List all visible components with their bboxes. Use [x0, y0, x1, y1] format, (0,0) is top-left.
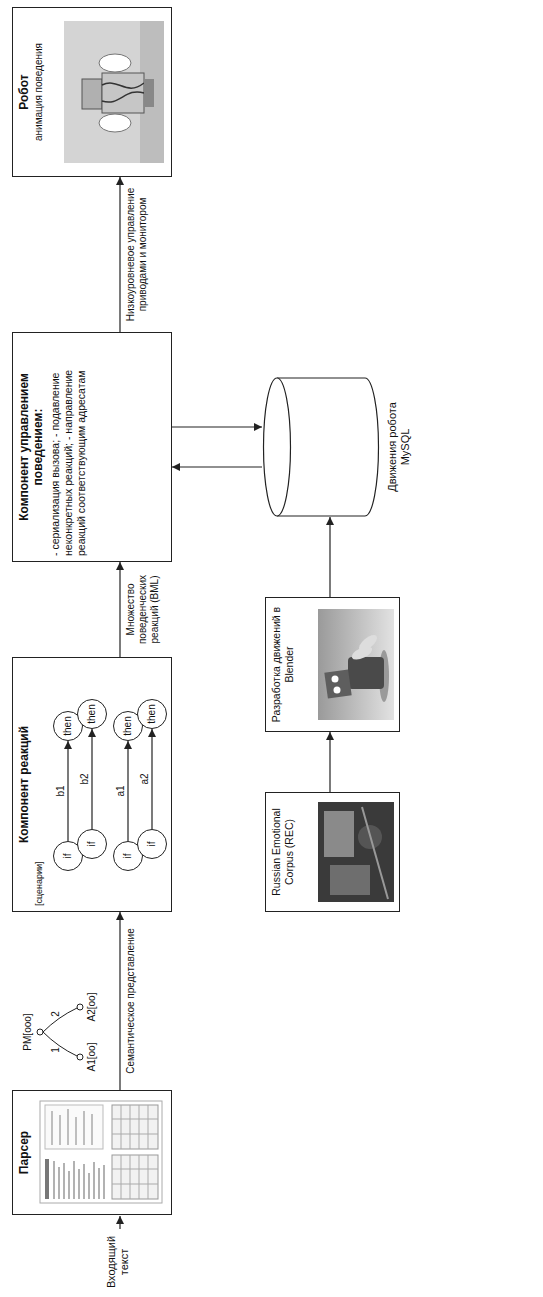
- scenario-circle: then: [77, 699, 107, 729]
- parser-screenshot-part: [54, 1161, 104, 1199]
- connector-arrow: [127, 741, 128, 841]
- robot-photo-part: [99, 114, 131, 132]
- node-title: Компонент реакций: [17, 663, 31, 906]
- cylinder-body: [277, 378, 379, 516]
- connector-arrow: [67, 741, 68, 841]
- database-cylinder: Движения робота MySQL: [262, 377, 412, 517]
- cylinder-top: [264, 378, 291, 516]
- scenario-circle: if: [137, 829, 167, 859]
- connector-arrow: [119, 562, 120, 657]
- connector-arrow: [329, 517, 330, 597]
- connector-arrow: [172, 466, 262, 467]
- parser-screenshot-part: [112, 1105, 158, 1149]
- blender-render-part: [348, 657, 384, 689]
- node-title: if: [138, 830, 166, 858]
- blender-box: Разработка движений в Blender: [265, 597, 400, 732]
- corpus-photo-part: [318, 802, 394, 902]
- node-title: if: [78, 830, 106, 858]
- corpus-photo-part: [362, 807, 388, 899]
- blender-render-part: [356, 632, 379, 654]
- connector-arrow: [329, 732, 330, 792]
- node-text: анимация поведения: [33, 13, 45, 171]
- scenario-circle: if: [77, 829, 107, 859]
- edge-label: Низкоуровневое управление приводами и мо…: [125, 185, 149, 325]
- input-label: Входящий текст: [105, 1231, 131, 1293]
- control-component-box: Компонент управлением поведением:- сериа…: [12, 332, 172, 562]
- node-text: [сценарии]: [33, 663, 45, 906]
- edge-label: a1: [115, 783, 127, 798]
- parser-screenshot: [40, 1101, 162, 1203]
- semantic-tree-part: [43, 1008, 77, 1032]
- robot-photo-part: [102, 73, 144, 113]
- parser-screenshot-part: [112, 1155, 158, 1199]
- blender-render-part: [332, 676, 339, 683]
- input-arrow-part: [119, 1216, 120, 1229]
- corpus-box: Russian Emotional Corpus (REC): [265, 792, 400, 912]
- robot-box: Роботанимация поведения: [12, 7, 172, 177]
- blender-render-part: [324, 669, 351, 698]
- parser-screenshot-part: [112, 1155, 158, 1199]
- tree-label: A1[oo]: [86, 1043, 98, 1072]
- connector-arrow: [91, 729, 92, 829]
- node-title: Компонент управлением поведением:: [17, 338, 45, 556]
- parser-box: Парсер: [12, 1090, 172, 1215]
- edge-label: Множество поведенческих реакций (BML): [125, 565, 161, 655]
- parser-screenshot-part: [45, 1159, 49, 1199]
- robot-photo-part: [99, 54, 131, 72]
- semantic-tree-part: [77, 1004, 83, 1010]
- connector-arrow: [151, 729, 152, 829]
- node-title: Парсер: [17, 1096, 31, 1209]
- cylinder-outline: [262, 377, 380, 517]
- robot-photo-part: [102, 83, 144, 102]
- semantic-tree-part: [43, 1032, 77, 1056]
- edge-label: b1: [55, 783, 67, 798]
- corpus-photo-part: [324, 811, 354, 857]
- corpus-photo: [318, 802, 394, 902]
- edge-label: b2: [79, 771, 91, 786]
- node-title: Движения робота MySQL: [386, 395, 412, 499]
- semantic-tree-part: [37, 1029, 43, 1035]
- parser-screenshot-part: [52, 1109, 92, 1145]
- connector-arrow: [119, 912, 120, 1090]
- connector-arrow: [172, 426, 262, 427]
- robot-photo: [64, 21, 164, 163]
- robot-photo-part: [82, 79, 102, 109]
- node-text: - сериализация вызова; - подавление неко…: [49, 338, 88, 556]
- edge-label: a2: [139, 771, 151, 786]
- node-title: Разработка движений в Blender: [270, 603, 296, 726]
- blender-render-part: [318, 609, 394, 720]
- tree-label: A2[oo]: [86, 993, 98, 1022]
- parser-screenshot-part: [45, 1105, 103, 1149]
- tree-label: PM[ooo]: [22, 1013, 34, 1050]
- semantic-tree: [37, 1004, 83, 1060]
- edge-label: Семантическое представление: [125, 926, 137, 1076]
- semantic-tree-part: [77, 1054, 83, 1060]
- tree-label: 2: [50, 1011, 62, 1017]
- robot-photo-part: [144, 79, 154, 107]
- connector-arrow: [119, 177, 120, 332]
- blender-render-part: [334, 687, 341, 694]
- input-arrow: [120, 1216, 121, 1229]
- tree-label: 1: [50, 1047, 62, 1053]
- node-title: Робот: [17, 13, 31, 171]
- node-title: then: [138, 700, 166, 728]
- robot-photo-part: [64, 21, 164, 163]
- scenario-circle: then: [137, 699, 167, 729]
- node-title: then: [78, 700, 106, 728]
- corpus-photo-part: [330, 865, 370, 895]
- parser-screenshot-part: [112, 1105, 158, 1149]
- parser-screenshot-part: [40, 1101, 162, 1203]
- node-title: Russian Emotional Corpus (REC): [270, 798, 296, 906]
- blender-render: [318, 609, 394, 720]
